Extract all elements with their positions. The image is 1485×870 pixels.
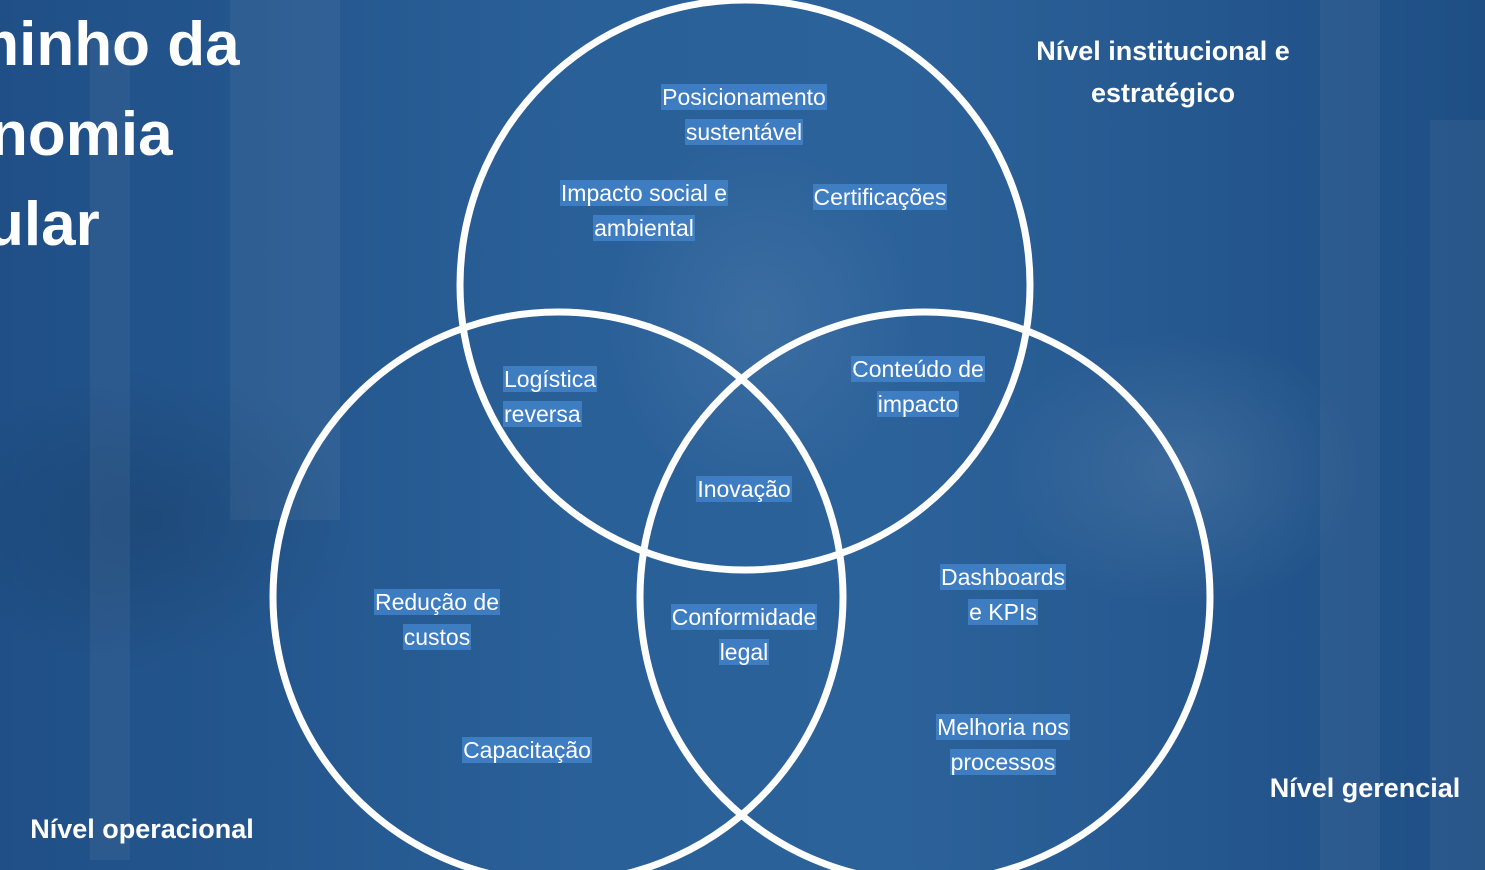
item-dashboards: Dashboards e KPIs (939, 564, 1067, 625)
item-conformidade: Conformidade legal (670, 604, 818, 665)
circle-operacional (269, 308, 847, 870)
item-conteudo: Conteúdo de impacto (851, 356, 985, 417)
item-certificacoes: Certificações (812, 184, 948, 210)
item-inovacao: Inovação (696, 476, 792, 502)
item-melhoria: Melhoria nos processos (936, 714, 1070, 775)
circle-institucional (456, 0, 1034, 574)
page-title: minho da nomia ular (0, 10, 240, 250)
circle-gerencial (636, 308, 1214, 870)
item-capacitacao: Capacitação (462, 737, 592, 763)
item-reducao: Redução de custos (373, 589, 501, 650)
item-posicionamento: Posicionamento sustentável (661, 84, 827, 145)
level-operacional-label: Nível operacional (30, 814, 254, 844)
item-logistica: Logística reversa (503, 366, 598, 427)
item-impacto-social: Impacto social e ambiental (559, 180, 729, 241)
level-institucional-label: Nível institucional e estratégico (1036, 36, 1290, 108)
level-gerencial-label: Nível gerencial (1269, 773, 1461, 803)
